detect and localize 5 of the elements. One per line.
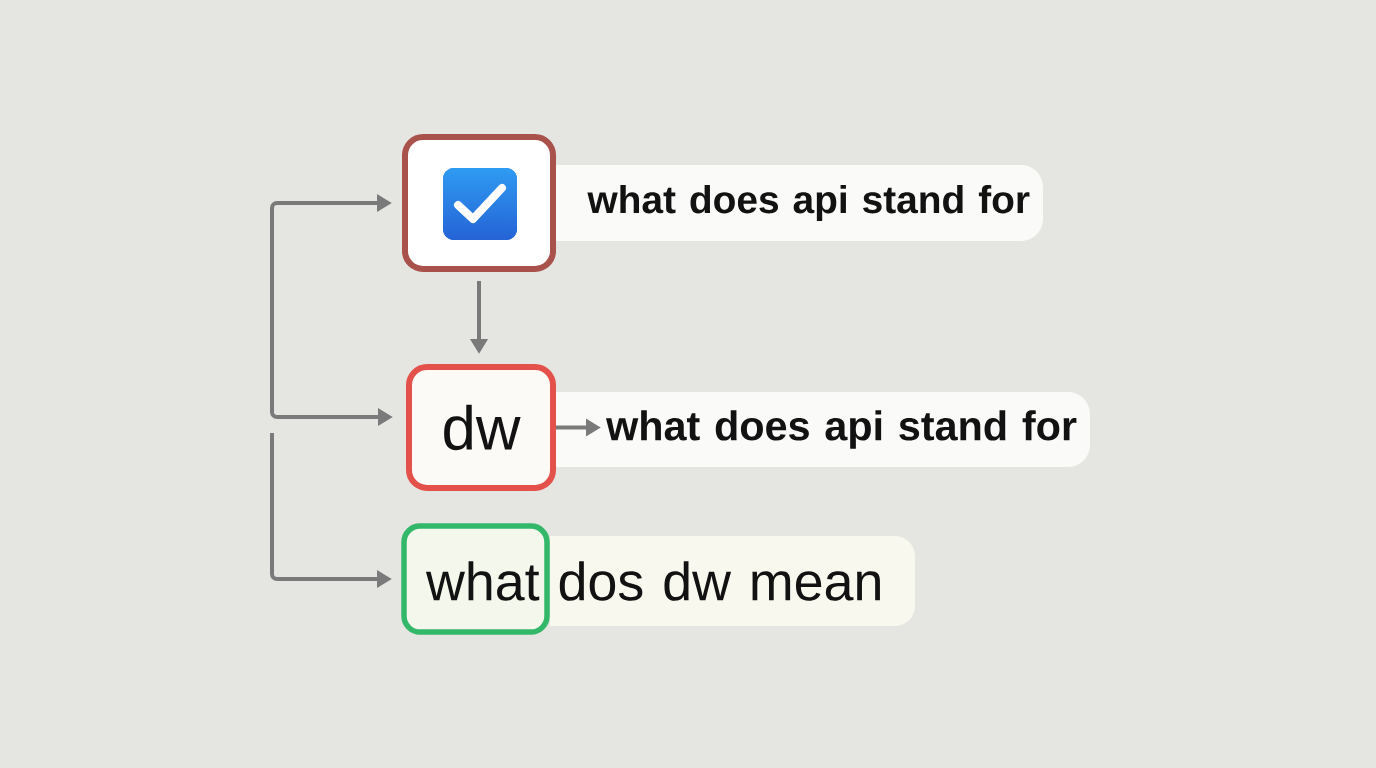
text-pill: what dos dw mean — [425, 536, 915, 626]
text-box: dw — [406, 364, 556, 491]
text-pill: what does api stand for — [556, 165, 1043, 241]
highlight-frame — [401, 523, 550, 635]
text-pill: what does api stand for — [556, 392, 1090, 467]
